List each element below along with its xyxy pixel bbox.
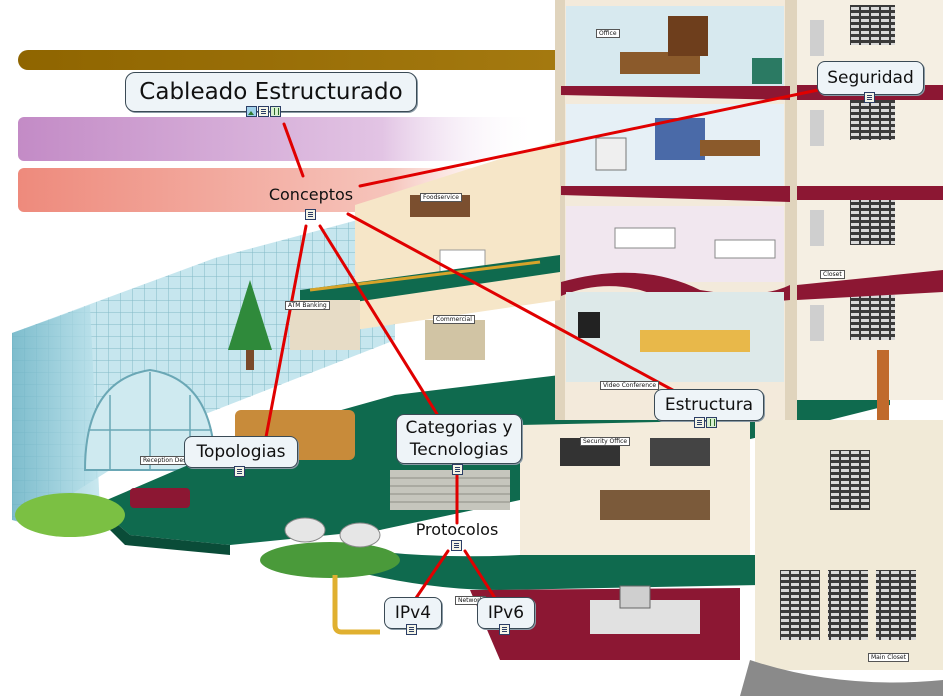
connector-conceptos-estructura [346, 212, 682, 396]
ipv6-node[interactable]: IPv6 [477, 597, 535, 629]
connector-protocolos-ipv6 [463, 549, 497, 600]
categorias-node[interactable]: Categorias y Tecnologias [396, 414, 522, 464]
note-icon[interactable] [452, 464, 463, 475]
spreadsheet-icon[interactable] [706, 417, 717, 428]
protocolos-node[interactable]: Protocolos [405, 520, 509, 540]
shrub [15, 493, 125, 537]
stairs [390, 470, 510, 510]
mezzanine-railing [309, 260, 541, 292]
satellite-dishes [284, 517, 381, 548]
network-racks [810, 5, 895, 341]
ipv4-icons [406, 624, 417, 635]
note-icon[interactable] [406, 624, 417, 635]
protocolos-label: Protocolos [415, 520, 499, 539]
seguridad-label: Seguridad [827, 68, 914, 88]
estructura-label: Estructura [664, 395, 754, 415]
estructura-icons [694, 417, 717, 428]
central-topic-icons [246, 106, 281, 117]
ipv4-label: IPv4 [394, 603, 432, 623]
connector-central-conceptos [282, 122, 305, 178]
ipv4-node[interactable]: IPv4 [384, 597, 442, 629]
security-office-sign: Security Office [580, 437, 631, 446]
commercial-sign: Commercial [433, 315, 475, 324]
central-topic-node[interactable]: Cableado Estructurado [125, 72, 417, 112]
note-icon[interactable] [234, 466, 245, 477]
connector-conceptos-categorias [318, 224, 439, 416]
pine-tree [228, 280, 272, 350]
protocolos-icons [451, 540, 462, 551]
seguridad-node[interactable]: Seguridad [817, 61, 924, 95]
note-icon[interactable] [694, 417, 705, 428]
topologias-label: Topologias [196, 442, 286, 462]
foodservice-sign: Foodservice [420, 193, 462, 202]
grass-mound [260, 542, 400, 578]
categorias-label-line2: Tecnologias [409, 440, 509, 460]
gold-band [18, 50, 578, 70]
topologias-node[interactable]: Topologias [184, 436, 298, 468]
connector-lines [264, 88, 820, 600]
connector-conceptos-topologias [264, 224, 308, 439]
connector-conceptos-seguridad [358, 88, 820, 188]
main-closet-sign: Main Closet [868, 653, 909, 662]
conceptos-node[interactable]: Conceptos [262, 185, 360, 205]
purple-band [18, 117, 538, 161]
ipv6-icons [499, 624, 510, 635]
closet-sign: Closet [820, 270, 845, 279]
lobby-sofa [130, 488, 190, 508]
spreadsheet-icon[interactable] [270, 106, 281, 117]
categorias-icons [452, 464, 463, 475]
atm-banking-sign: ATM Banking [285, 301, 330, 310]
main-closet-racks [780, 450, 916, 640]
office-sign: Office [596, 29, 620, 38]
conduit-cable [332, 575, 380, 635]
topologias-icons [234, 466, 245, 477]
note-icon[interactable] [499, 624, 510, 635]
note-icon[interactable] [305, 209, 316, 220]
estructura-node[interactable]: Estructura [654, 389, 764, 421]
conceptos-label: Conceptos [268, 185, 354, 204]
note-icon[interactable] [258, 106, 269, 117]
note-icon[interactable] [451, 540, 462, 551]
note-icon[interactable] [864, 92, 875, 103]
central-topic-label: Cableado Estructurado [139, 79, 403, 105]
ipv6-label: IPv6 [487, 603, 525, 623]
seguridad-icons [864, 92, 875, 103]
categorias-label-line1: Categorias y [405, 418, 513, 438]
conceptos-icons [305, 209, 316, 220]
video-conference-sign: Video Conference [600, 381, 660, 390]
connector-protocolos-ipv4 [414, 549, 450, 600]
image-icon[interactable] [246, 106, 257, 117]
